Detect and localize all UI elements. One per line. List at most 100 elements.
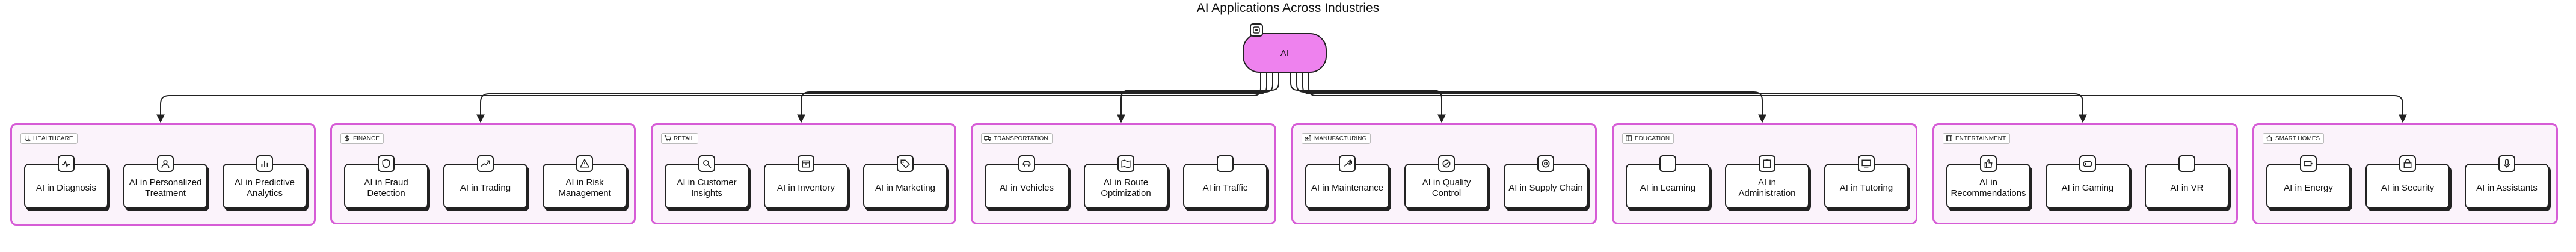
cluster-label: MANUFACTURING xyxy=(1314,135,1367,142)
blank-icon xyxy=(1217,155,1234,172)
battery-icon xyxy=(2300,155,2317,172)
node-ai-in-route-optimization[interactable]: AI in Route Optimization xyxy=(1084,164,1168,209)
cluster-education: EDUCATION AI in Learning AI in Administrat… xyxy=(1612,123,1917,224)
node-label: AI in Quality Control xyxy=(1422,177,1471,198)
microphone-icon xyxy=(2498,155,2515,172)
node-ai-in-vr[interactable]: AI in VR xyxy=(2145,164,2229,209)
node-label: AI in Administration xyxy=(1738,177,1796,198)
cluster-label: TRANSPORTATION xyxy=(994,135,1048,142)
edge-ai-to-retail xyxy=(797,73,1273,123)
cluster-label-chip: FINANCE xyxy=(340,133,384,144)
node-label: AI in Recommendations xyxy=(1950,177,2026,198)
check-circle-icon xyxy=(1438,155,1455,172)
gamepad-icon xyxy=(2079,155,2096,172)
cluster-label: RETAIL xyxy=(674,135,695,142)
film-icon xyxy=(1946,135,1952,141)
node-label: AI in Inventory xyxy=(777,182,835,193)
heartbeat-icon xyxy=(58,155,75,172)
node-label: AI in Route Optimization xyxy=(1101,177,1151,198)
truck-icon xyxy=(984,136,991,141)
cluster-transportation: TRANSPORTATION AI in Vehicles AI in Route … xyxy=(971,123,1276,224)
node-ai-in-recommendations[interactable]: AI in Recommendations xyxy=(1946,164,2030,209)
node-label: AI in Gaming xyxy=(2061,182,2114,193)
node-label: AI in Learning xyxy=(1640,182,1696,193)
node-label: AI in Traffic xyxy=(1202,182,1248,193)
stethoscope-icon xyxy=(25,135,31,142)
warning-icon xyxy=(576,155,593,172)
node-ai-in-predictive-analytics[interactable]: AI in Predictive Analytics xyxy=(223,164,307,209)
cluster-manufacturing: MANUFACTURING AI in Maintenance AI in Qual… xyxy=(1291,123,1597,224)
blank-icon xyxy=(1659,155,1676,172)
edge-ai-to-healthcare xyxy=(156,73,1261,123)
node-label: AI in Energy xyxy=(2284,182,2333,193)
node-label: AI in Maintenance xyxy=(1311,182,1384,193)
cluster-smart-homes: SMART HOMES AI in Energy AI in Security AI … xyxy=(2252,123,2558,224)
node-label: AI in Assistants xyxy=(2476,182,2538,193)
blank-icon xyxy=(2178,155,2195,172)
cluster-label-chip: EDUCATION xyxy=(1622,133,1674,144)
node-label: AI in Risk Management xyxy=(558,177,611,198)
node-label: AI in Predictive Analytics xyxy=(234,177,295,198)
cluster-retail: RETAIL AI in Customer Insights AI in Inven… xyxy=(651,123,956,224)
edge-ai-to-entertainment xyxy=(1302,73,2087,123)
node-label: AI in Customer Insights xyxy=(677,177,737,198)
factory-icon xyxy=(1305,135,1311,141)
root-node-ai[interactable]: AI xyxy=(1243,33,1327,73)
cart-icon xyxy=(664,135,671,142)
cluster-entertainment: ENTERTAINMENT AI in Recommendations AI in … xyxy=(1932,123,2238,224)
car-icon xyxy=(1018,155,1035,172)
tag-icon xyxy=(897,155,914,172)
cluster-label: HEALTHCARE xyxy=(33,135,73,142)
brain-icon xyxy=(1250,23,1263,37)
book-icon xyxy=(1626,135,1632,141)
clipboard-icon xyxy=(1759,155,1775,172)
edge-ai-to-transportation xyxy=(1117,73,1279,123)
user-medical-icon xyxy=(157,155,174,172)
node-label: AI in Security xyxy=(2381,182,2435,193)
cluster-label: EDUCATION xyxy=(1635,135,1670,142)
node-label: AI in Marketing xyxy=(875,182,936,193)
cluster-label: ENTERTAINMENT xyxy=(1955,135,2006,142)
node-ai-in-supply-chain[interactable]: AI in Supply Chain xyxy=(1504,164,1588,209)
link-icon xyxy=(1537,155,1554,172)
lock-icon xyxy=(2399,155,2416,172)
node-label: AI in Supply Chain xyxy=(1508,182,1583,193)
cluster-finance: FINANCE AI in Fraud Detection AI in Tradin… xyxy=(330,123,636,224)
node-label: AI in Trading xyxy=(460,182,511,193)
node-label: AI in VR xyxy=(2170,182,2204,193)
edge-ai-to-manufacturing xyxy=(1290,73,1446,123)
cluster-label-chip: RETAIL xyxy=(661,133,699,144)
wrench-icon xyxy=(1339,155,1356,172)
node-label: AI in Tutoring xyxy=(1839,182,1893,193)
node-ai-in-tutoring[interactable]: AI in Tutoring xyxy=(1824,164,1908,209)
user-search-icon xyxy=(698,155,715,172)
cluster-label-chip: TRANSPORTATION xyxy=(981,133,1053,144)
cluster-label: FINANCE xyxy=(353,135,380,142)
node-label: AI in Diagnosis xyxy=(35,182,97,193)
root-node-label: AI xyxy=(1280,48,1290,58)
node-label: AI in Vehicles xyxy=(999,182,1054,193)
map-icon xyxy=(1117,155,1134,172)
edge-ai-to-education xyxy=(1296,73,1766,123)
chart-icon xyxy=(256,155,273,172)
cluster-healthcare: HEALTHCARE AI in Diagnosis AI in Personali… xyxy=(10,123,316,226)
home-icon xyxy=(2266,135,2273,141)
dollar-icon xyxy=(345,135,349,142)
shield-icon xyxy=(378,155,395,172)
thumbs-up-icon xyxy=(1980,155,1997,172)
box-icon xyxy=(798,155,814,172)
cluster-label-chip: HEALTHCARE xyxy=(20,133,78,144)
node-ai-in-inventory[interactable]: AI in Inventory xyxy=(764,164,848,209)
diagram-title: AI Applications Across Industries xyxy=(1196,1,1380,15)
node-label: AI in Personalized Treatment xyxy=(129,177,202,198)
cluster-label-chip: SMART HOMES xyxy=(2263,133,2325,144)
trend-up-icon xyxy=(477,155,494,172)
edge-ai-to-smart-homes xyxy=(1308,73,2407,123)
cluster-label: SMART HOMES xyxy=(2275,135,2320,142)
cluster-label-chip: MANUFACTURING xyxy=(1302,133,1371,144)
edge-ai-to-finance xyxy=(476,73,1267,123)
cluster-label-chip: ENTERTAINMENT xyxy=(1943,133,2011,144)
node-label: AI in Fraud Detection xyxy=(364,177,408,198)
